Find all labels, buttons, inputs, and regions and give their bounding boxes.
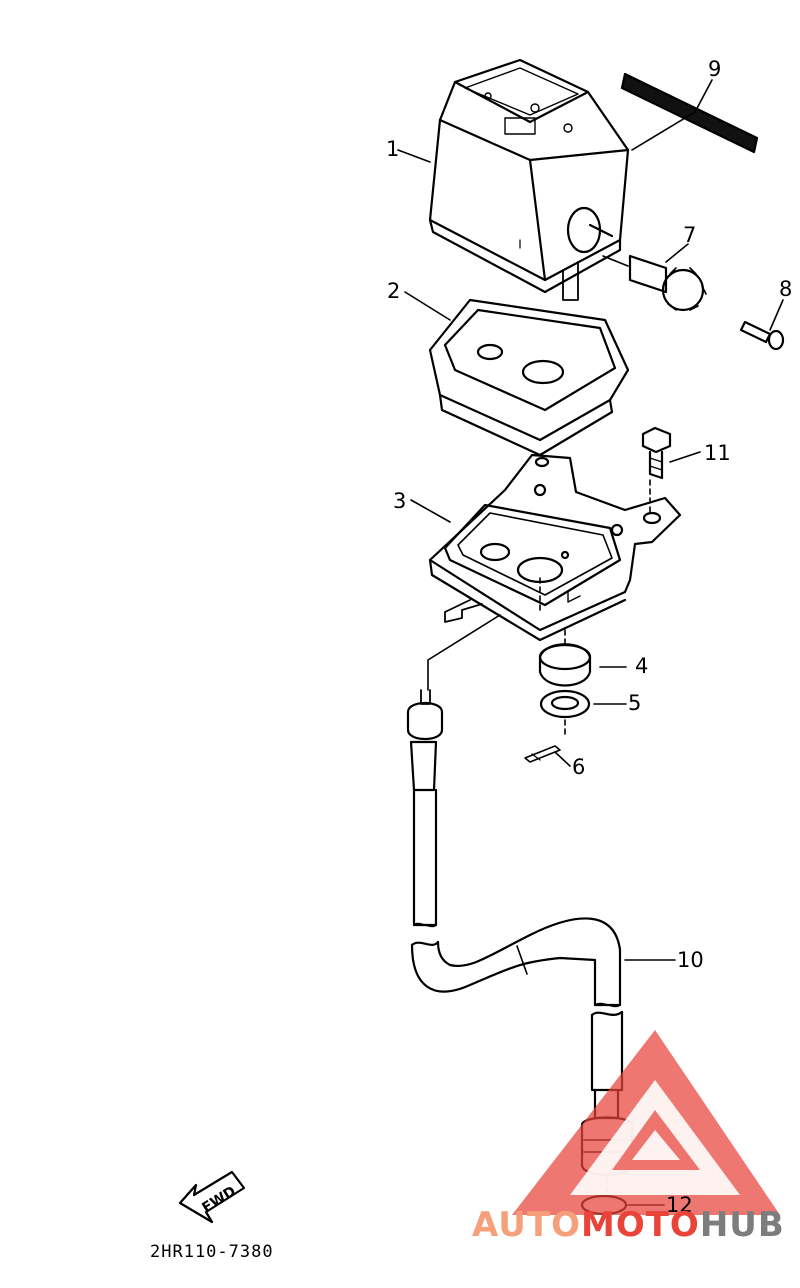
callout-3: 3 — [393, 489, 406, 513]
diagram-code: 2HR110-7380 — [150, 1242, 274, 1262]
fwd-arrow-icon — [178, 1170, 246, 1224]
part-4-grommet — [538, 643, 592, 687]
callout-10: 10 — [677, 948, 704, 972]
part-1-speedometer-housing — [428, 58, 630, 301]
callout-1: 1 — [386, 137, 399, 161]
part-7-drive-gear — [602, 254, 707, 312]
part-3-meter-bracket — [428, 453, 682, 642]
callout-8: 8 — [779, 277, 792, 301]
callout-5: 5 — [628, 691, 641, 715]
callout-12: 12 — [666, 1193, 693, 1217]
part-6-cotter-pin — [524, 745, 561, 763]
part-10-speedometer-cable — [406, 689, 634, 1176]
watermark-moto: MOTO — [581, 1205, 700, 1245]
callout-4: 4 — [635, 654, 648, 678]
part-9-strip — [620, 72, 759, 154]
watermark-text: AUTOMOTOHUB — [472, 1205, 785, 1245]
watermark-hub: HUB — [700, 1205, 785, 1245]
leader-lines — [397, 79, 784, 1206]
part-8-screw — [739, 320, 785, 351]
callout-2: 2 — [387, 279, 400, 303]
part-2-cushion — [428, 298, 630, 457]
watermark-auto: AUTO — [472, 1205, 581, 1245]
callout-7: 7 — [683, 223, 696, 247]
part-11-bolt — [641, 426, 672, 480]
automotohub-logo-icon — [512, 1030, 780, 1215]
part-5-washer — [539, 689, 591, 719]
callout-9: 9 — [708, 57, 721, 81]
callout-6: 6 — [572, 755, 585, 779]
callout-labels: 1 2 3 4 5 6 7 8 9 10 11 12 — [386, 57, 792, 1217]
callout-11: 11 — [704, 441, 731, 465]
